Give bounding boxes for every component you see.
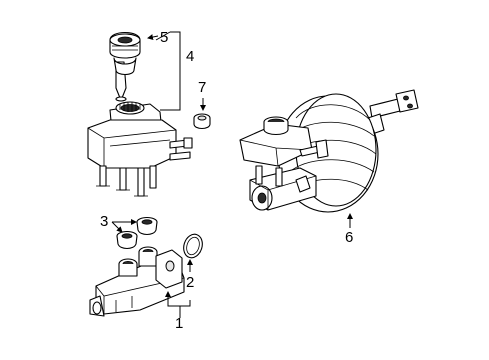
callout-1: 1 [175, 315, 183, 332]
leader-lines [111, 31, 353, 318]
brake-booster-part [239, 89, 419, 213]
fluid-reservoir-part [87, 101, 193, 197]
callout-4: 4 [186, 48, 194, 65]
grommet-part [193, 113, 211, 130]
o-ring-part [183, 233, 203, 259]
master-cylinder-part [89, 246, 185, 317]
reservoir-cap-part [109, 31, 141, 102]
callout-3: 3 [100, 213, 108, 230]
callout-2: 2 [186, 274, 194, 291]
callout-7: 7 [198, 79, 206, 96]
callout-5: 5 [160, 29, 168, 46]
callout-6: 6 [345, 229, 353, 246]
